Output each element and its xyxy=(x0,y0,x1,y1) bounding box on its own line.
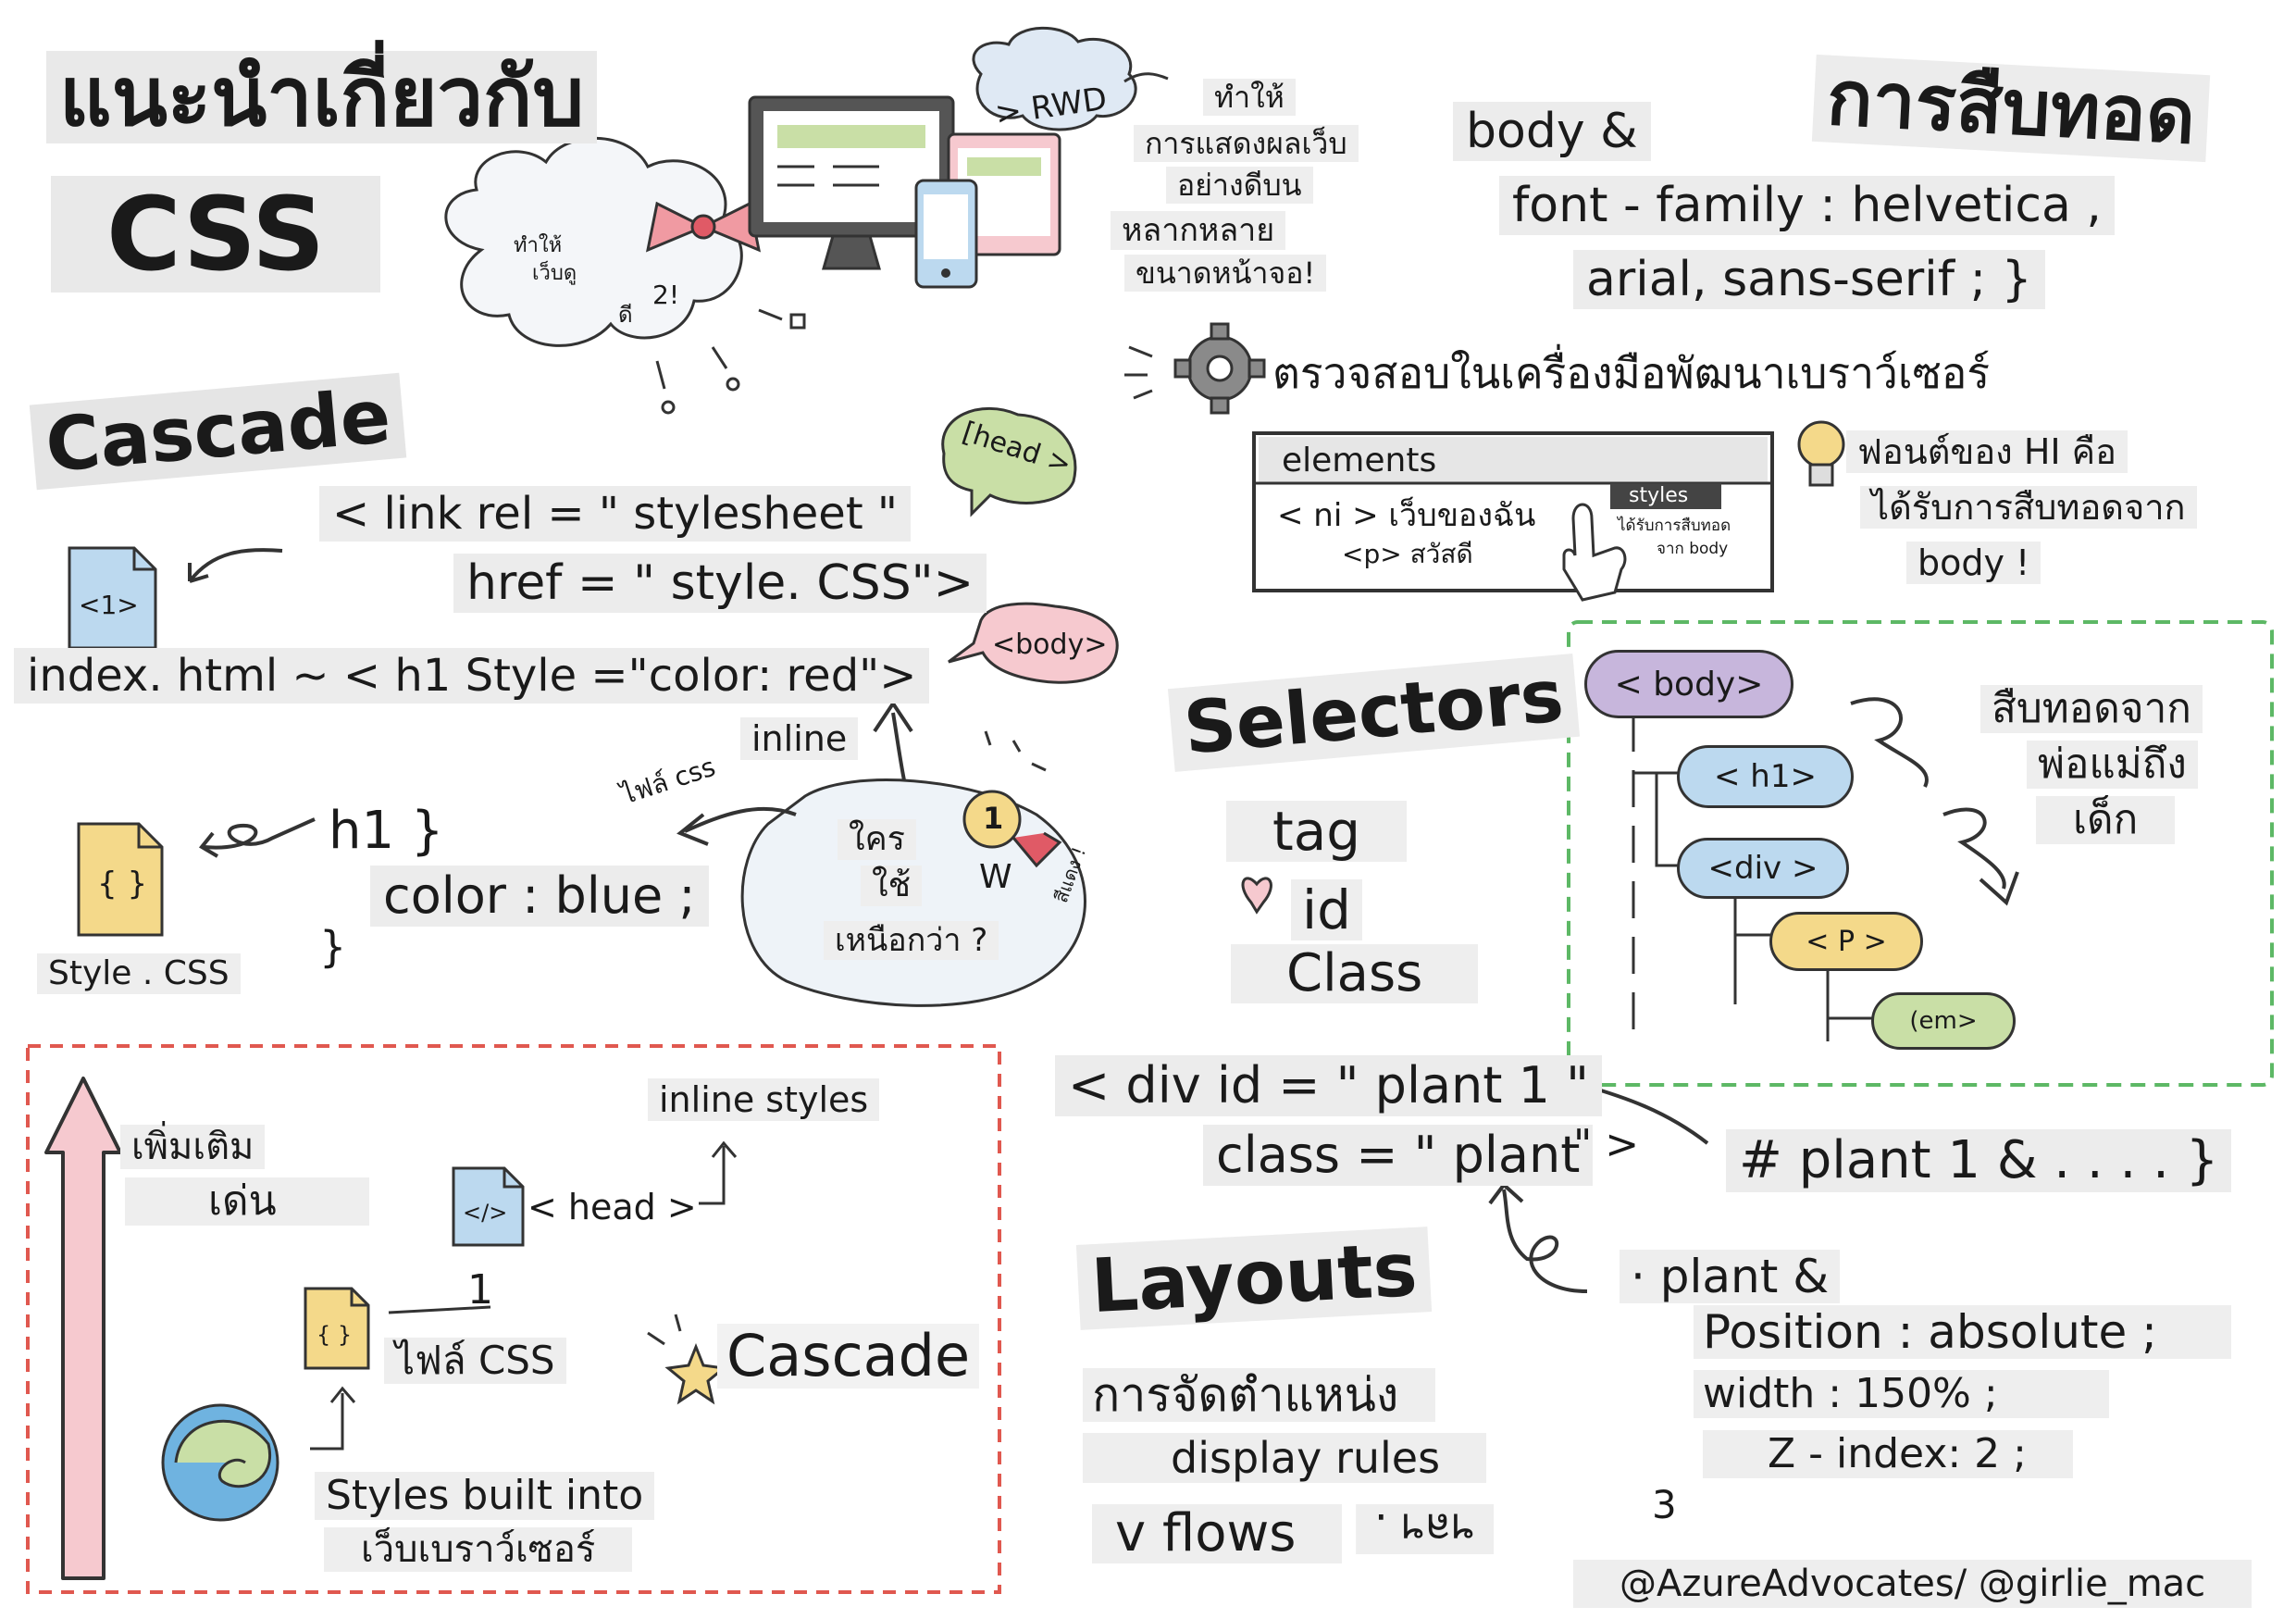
head-bubble xyxy=(941,406,1077,517)
rwd-cloud xyxy=(972,26,1137,131)
tree-node-h1: < h1> xyxy=(1677,745,1854,808)
cascade-link-line2: href = " style. CSS"> xyxy=(453,554,987,613)
selector-item-class: Class xyxy=(1231,944,1479,1003)
selector-item-tag: tag xyxy=(1226,801,1408,862)
devtools-tab-elements[interactable]: elements xyxy=(1282,442,1437,479)
selectors-class-rule-1: · plant & xyxy=(1620,1250,1841,1303)
hand-cursor-icon xyxy=(1562,503,1627,602)
selectors-html-line2: class = " plant xyxy=(1203,1125,1594,1186)
star-icon xyxy=(664,1342,727,1405)
layouts-item-2: display rules xyxy=(1083,1433,1487,1483)
rwd-desc-3: อย่างดีบน xyxy=(1166,167,1313,204)
layouts-item-4: ฯลฯ . xyxy=(1356,1504,1495,1554)
credit-handle: @AzureAdvocates/ @girlie_mac xyxy=(1573,1560,2253,1608)
intro-cloud-text4: 2! xyxy=(652,280,680,310)
font-note-1: ฟอนต์ของ HI คือ xyxy=(1846,430,2128,473)
selectors-id-rule: # plant 1 & . . . . } xyxy=(1726,1129,2232,1192)
priority-up-arrow xyxy=(44,1077,122,1580)
browser-styles-1: Styles built into xyxy=(315,1472,655,1520)
rule-selector: h1 } xyxy=(329,801,444,861)
tree-node-em: (em> xyxy=(1871,992,2016,1050)
head-file-icon-label: </> xyxy=(463,1200,508,1226)
body-bubble xyxy=(948,602,1119,684)
tree-node-body: < body> xyxy=(1584,650,1793,718)
tree-node-em-label: (em> xyxy=(1909,1007,1978,1035)
tree-node-body-label: < body> xyxy=(1614,665,1764,704)
css-file-icon xyxy=(304,1287,370,1370)
selectors-class-rule-5: 3 xyxy=(1652,1482,1677,1527)
h1-file-label: <1> xyxy=(79,590,139,620)
intro-cloud-text3: ดี xyxy=(618,302,633,328)
layouts-item-3: v flows xyxy=(1092,1504,1343,1563)
devtools-inherited-2: จาก body xyxy=(1657,540,1729,558)
priority-number-one: 1 xyxy=(467,1266,493,1314)
style-file-braces: { } xyxy=(97,866,148,903)
page-title-line1: แนะนำเกี่ยวกับ xyxy=(46,51,598,143)
priority-prominent-label: เด่น xyxy=(125,1177,369,1226)
tree-node-h1-label: < h1> xyxy=(1714,758,1817,795)
intro-cloud xyxy=(444,136,743,347)
selectors-class-rule-3: width : 150% ; xyxy=(1694,1370,2109,1418)
tree-node-div-label: <div > xyxy=(1707,850,1818,887)
layouts-item-1: การจัดตำแหน่ง xyxy=(1083,1368,1436,1422)
intro-cloud-text1: ทำให้ xyxy=(514,234,563,257)
rwd-desc-1: ทำให้ xyxy=(1203,79,1296,116)
font-note-2: ได้รับการสืบทอดจาก xyxy=(1860,486,2197,529)
rwd-desc-2: การแสดงผลเว็บ xyxy=(1134,125,1359,162)
rwd-desc-4: หลากหลาย xyxy=(1111,211,1286,250)
cascade-inline-line: index. html ~ < h1 Style ="color: red"> xyxy=(14,648,930,704)
inline-label: inline xyxy=(740,717,859,760)
style-file-label: Style . CSS xyxy=(37,953,241,994)
devtools-styles-tab[interactable]: styles xyxy=(1629,484,1689,507)
who-wins-2: ใช้ xyxy=(861,866,923,906)
rule-close: } xyxy=(319,922,347,972)
edge-browser-icon xyxy=(161,1403,279,1522)
who-wins-1: ใคร xyxy=(838,819,916,860)
selectors-class-rule-4: Z - index: 2 ; xyxy=(1703,1430,2073,1478)
rule-declaration: color : blue ; xyxy=(370,866,709,927)
tree-note-1: สืบทอดจาก xyxy=(1980,685,2203,733)
selectors-html-close: " > xyxy=(1573,1121,1640,1168)
devtools-row-p[interactable]: <p> สวัสดี xyxy=(1342,539,1473,569)
page-title-line2: CSS xyxy=(51,176,381,293)
winner-label: W xyxy=(979,858,1012,896)
medal-icon xyxy=(962,790,1022,849)
selectors-class-rule-2: Position : absolute ; xyxy=(1694,1305,2232,1359)
devtools-row-h1[interactable]: < ni > เว็บของฉัน xyxy=(1277,497,1536,534)
inheritance-code-1: body & xyxy=(1453,102,1651,161)
gear-icon xyxy=(1173,322,1266,415)
priority-inline-styles: inline styles xyxy=(648,1078,880,1121)
priority-css-file: ไฟล์ CSS xyxy=(384,1338,566,1384)
style-file-icon xyxy=(77,822,164,937)
intro-cloud-text2: เว็บดู xyxy=(532,262,577,285)
devtools-inherited-1: ได้รับการสืบทอด xyxy=(1618,517,1731,535)
lightbulb-icon xyxy=(1797,420,1845,487)
rwd-desc-5: ขนาดหน้าจอ! xyxy=(1124,255,1327,292)
tree-node-p-label: < P > xyxy=(1806,925,1887,958)
selector-item-id: id xyxy=(1291,879,1362,940)
priority-cascade-label: Cascade xyxy=(717,1324,980,1389)
browser-styles-2: เว็บเบราว์เซอร์ xyxy=(324,1527,633,1572)
tree-note-2: พ่อแม่ถึง xyxy=(2027,741,2198,789)
tree-dashed-box xyxy=(1567,620,2274,1087)
who-wins-3: เหนือกว่า ? xyxy=(824,921,999,960)
priority-head-label: < head > xyxy=(527,1187,697,1227)
inheritance-code-2: font - family : helvetica , xyxy=(1499,176,2115,235)
priority-dashed-box xyxy=(26,1044,1001,1594)
heart-icon xyxy=(1241,877,1272,915)
tree-note-3: เด็ก xyxy=(2036,796,2176,844)
css-file-braces: { } xyxy=(316,1322,353,1348)
tree-node-div: <div > xyxy=(1677,838,1849,899)
priority-more-label: เพิ่มเติม xyxy=(120,1125,266,1169)
font-note-3: body ! xyxy=(1906,542,2042,584)
inheritance-code-3: arial, sans-serif ; } xyxy=(1573,250,2045,309)
tree-node-p: < P > xyxy=(1769,912,1923,971)
h1-file-icon xyxy=(68,546,157,650)
body-tag-bubble: <body> xyxy=(992,629,1108,661)
selectors-html-line1: < div id = " plant 1 " xyxy=(1055,1055,1602,1116)
medal-number: 1 xyxy=(983,801,1004,836)
cascade-link-line1: < link rel = " stylesheet " xyxy=(319,486,911,542)
devtools-title: ตรวจสอบในเครื่องมือพัฒนาเบราว์เซอร์ xyxy=(1272,348,1991,398)
